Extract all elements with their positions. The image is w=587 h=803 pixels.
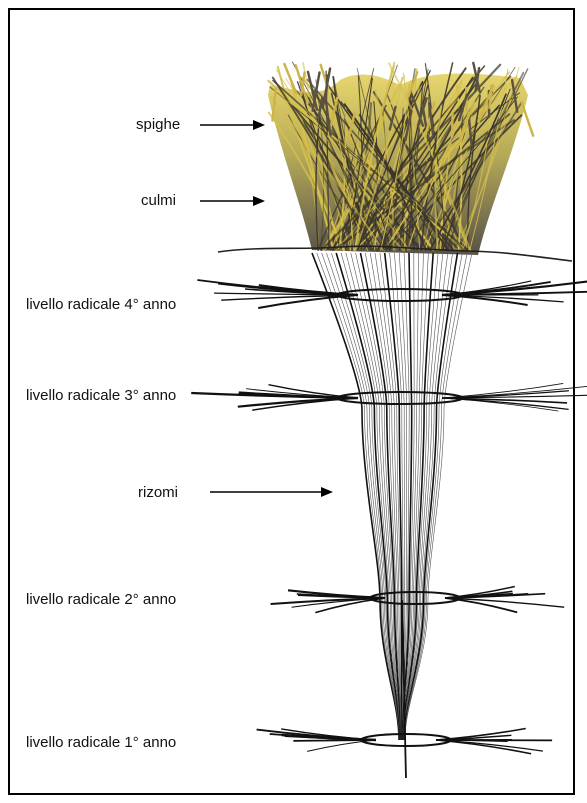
rhizome-line <box>312 253 399 740</box>
arrowhead-culmi <box>253 196 265 206</box>
spike <box>522 103 533 136</box>
root-level-4-drawing <box>197 280 587 308</box>
root-branch <box>293 740 376 741</box>
rhizome-line <box>361 253 401 740</box>
label-root-level-3: livello radicale 3° anno <box>26 387 176 405</box>
label-root-level-4: livello radicale 4° anno <box>26 296 176 314</box>
arrowhead-spighe <box>253 120 265 130</box>
root-branch <box>436 740 543 751</box>
label-root-level-2: livello radicale 2° anno <box>26 591 176 609</box>
label-culmi: culmi <box>141 192 176 210</box>
label-rizomi: rizomi <box>138 484 178 502</box>
rhizome-bundle <box>312 253 472 778</box>
root-branch <box>445 598 564 607</box>
root-branch <box>436 740 531 754</box>
label-root-level-1: livello radicale 1° anno <box>26 734 176 752</box>
root-branch <box>307 740 376 751</box>
arrowhead-rizomi <box>321 487 333 497</box>
label-spighe: spighe <box>136 116 180 134</box>
